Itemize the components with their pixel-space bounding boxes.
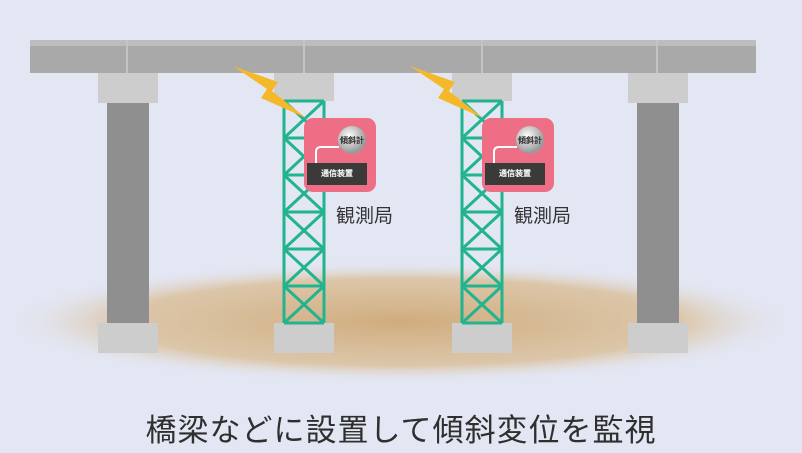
lightning-bolt-icon (410, 66, 483, 118)
diagram-caption: 橋梁などに設置して傾斜変位を監視 (145, 413, 657, 449)
inclinometer-label: 傾斜計 (340, 136, 364, 145)
bridge-pier-left (98, 73, 158, 353)
observation-station-box-1 (304, 118, 376, 192)
inclinometer-label: 傾斜計 (518, 136, 542, 145)
inclinometer-sphere-2 (516, 126, 544, 154)
lightning-bolt-icon (233, 66, 306, 118)
observation-station-label: 観測局 (514, 205, 572, 227)
observation-station-label: 観測局 (336, 205, 394, 227)
comm-device-box-2 (485, 163, 545, 185)
comm-device-box-1 (307, 163, 367, 185)
observation-station-box-2 (482, 118, 554, 192)
ground-area (1, 260, 801, 384)
comm-device-label: 通信装置 (499, 169, 531, 178)
steel-tower-2 (452, 73, 512, 353)
inclinometer-sphere-1 (338, 126, 366, 154)
bridge-pier-right (628, 73, 688, 353)
comm-device-label: 通信装置 (321, 169, 353, 178)
bridge-deck (30, 40, 756, 73)
